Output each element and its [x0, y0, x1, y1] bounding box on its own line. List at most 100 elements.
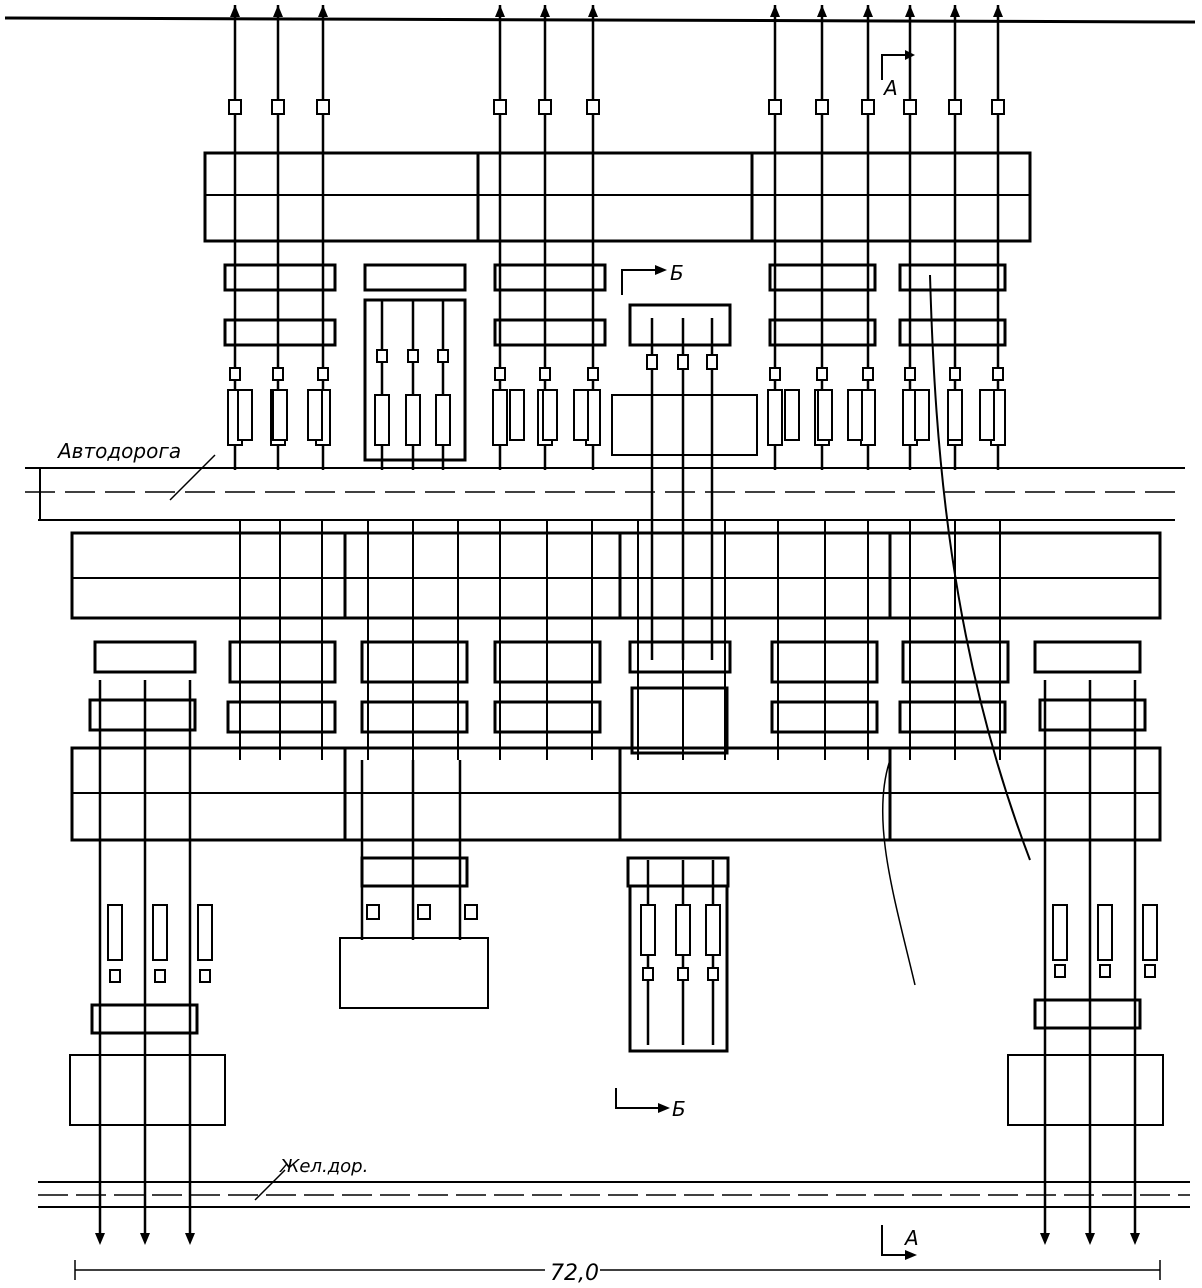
apparatus-symbol [1097, 904, 1113, 961]
rail-label: Жел.дор. [279, 1156, 368, 1177]
apparatus-symbol [706, 354, 718, 370]
apparatus-symbol [316, 99, 330, 115]
apparatus-symbol [573, 389, 589, 441]
upper-bays [223, 263, 1007, 462]
feeder-arrow [230, 5, 240, 17]
section-a-bottom-label: A [903, 1226, 919, 1250]
apparatus-symbol [705, 904, 721, 956]
apparatus-symbol [307, 389, 323, 441]
apparatus-symbol [991, 99, 1005, 115]
apparatus-symbol [542, 389, 558, 441]
apparatus-symbol [861, 99, 875, 115]
feeder-arrow [1085, 1233, 1095, 1245]
apparatus-symbol [768, 99, 782, 115]
section-b-top-label: Б [670, 261, 684, 285]
apparatus-symbol [979, 389, 995, 441]
apparatus-symbol [272, 389, 288, 441]
middle-bays [88, 640, 1147, 755]
apparatus-symbol [847, 389, 863, 441]
apparatus-symbol [494, 367, 506, 381]
feeder-arrow [905, 5, 915, 17]
section-marker-a-bottom: A [881, 1225, 919, 1260]
apparatus-symbol [815, 99, 829, 115]
apparatus-symbol [640, 904, 656, 956]
apparatus-symbol [237, 389, 253, 441]
apparatus-symbol [642, 967, 654, 981]
feeder-arrow [495, 5, 505, 17]
apparatus-symbol [817, 389, 833, 441]
apparatus-symbol [229, 367, 241, 381]
dimension-label: 72,0 [550, 1261, 599, 1286]
apparatus-symbol [199, 969, 211, 983]
section-a-top-label: A [882, 76, 898, 100]
apparatus-symbol [464, 904, 478, 920]
apparatus-symbol [784, 389, 800, 441]
apparatus-symbol [197, 904, 213, 961]
apparatus-symbol [677, 354, 689, 370]
apparatus-symbol [1052, 904, 1068, 961]
apparatus-symbol [538, 99, 552, 115]
dimension-line [74, 1260, 1161, 1280]
apparatus-symbol [509, 389, 525, 441]
section-marker-a-top: A [881, 50, 915, 100]
feeder-lines [95, 5, 1158, 1245]
apparatus-symbol [493, 99, 507, 115]
apparatus-symbol [949, 367, 961, 381]
apparatus-symbol [1054, 964, 1066, 978]
apparatus-symbol [154, 969, 166, 983]
feeder-arrow [540, 5, 550, 17]
apparatus-symbol [862, 367, 874, 381]
apparatus-symbol [769, 367, 781, 381]
top-busbar [4, 16, 1196, 24]
apparatus-symbol [437, 349, 449, 363]
apparatus-symbol [675, 904, 691, 956]
apparatus-symbol [152, 904, 168, 961]
section-marker-b-bottom: Б [615, 1088, 686, 1121]
apparatus-symbol [374, 394, 390, 446]
feeder-arrow [273, 5, 283, 17]
apparatus-symbol [271, 99, 285, 115]
feeder-arrow [588, 5, 598, 17]
upper-busbar-frame [203, 151, 1032, 243]
apparatus-symbol [1142, 904, 1158, 961]
apparatus-symbol [767, 389, 783, 446]
apparatus-symbol [646, 354, 658, 370]
road [25, 454, 1185, 521]
section-b-bottom-label: Б [672, 1097, 686, 1121]
cable-routes [881, 274, 1031, 986]
feeder-arrow [318, 5, 328, 17]
apparatus-symbol [707, 967, 719, 981]
apparatus-symbol [417, 904, 431, 920]
apparatus-symbol [405, 394, 421, 446]
apparatus-symbol [860, 389, 876, 446]
apparatus-symbol [1099, 964, 1111, 978]
apparatus-symbol [992, 367, 1004, 381]
apparatus-symbol [903, 99, 917, 115]
apparatus-symbol [109, 969, 121, 983]
apparatus-symbol [677, 967, 689, 981]
apparatus-symbol [914, 389, 930, 441]
apparatus-symbol [816, 367, 828, 381]
feeder-arrow [185, 1233, 195, 1245]
lower-bays [69, 856, 1164, 1126]
feeder-arrow [140, 1233, 150, 1245]
apparatus-symbol [407, 349, 419, 363]
feeder-arrow [950, 5, 960, 17]
section-marker-b-top: Б [621, 261, 684, 295]
apparatus-symbol [948, 99, 962, 115]
feeder-arrow [770, 5, 780, 17]
railway [38, 1169, 1190, 1208]
feeder-arrow [95, 1233, 105, 1245]
lower-busbar-frame [70, 746, 1162, 842]
apparatus-symbol [228, 99, 242, 115]
feeder-arrow [817, 5, 827, 17]
apparatus-symbol [376, 349, 388, 363]
apparatus-symbol [317, 367, 329, 381]
apparatus-symbol [492, 389, 508, 446]
apparatus-symbol [272, 367, 284, 381]
feeder-arrow [863, 5, 873, 17]
road-label: Автодорога [56, 439, 181, 463]
apparatus-symbol [366, 904, 380, 920]
